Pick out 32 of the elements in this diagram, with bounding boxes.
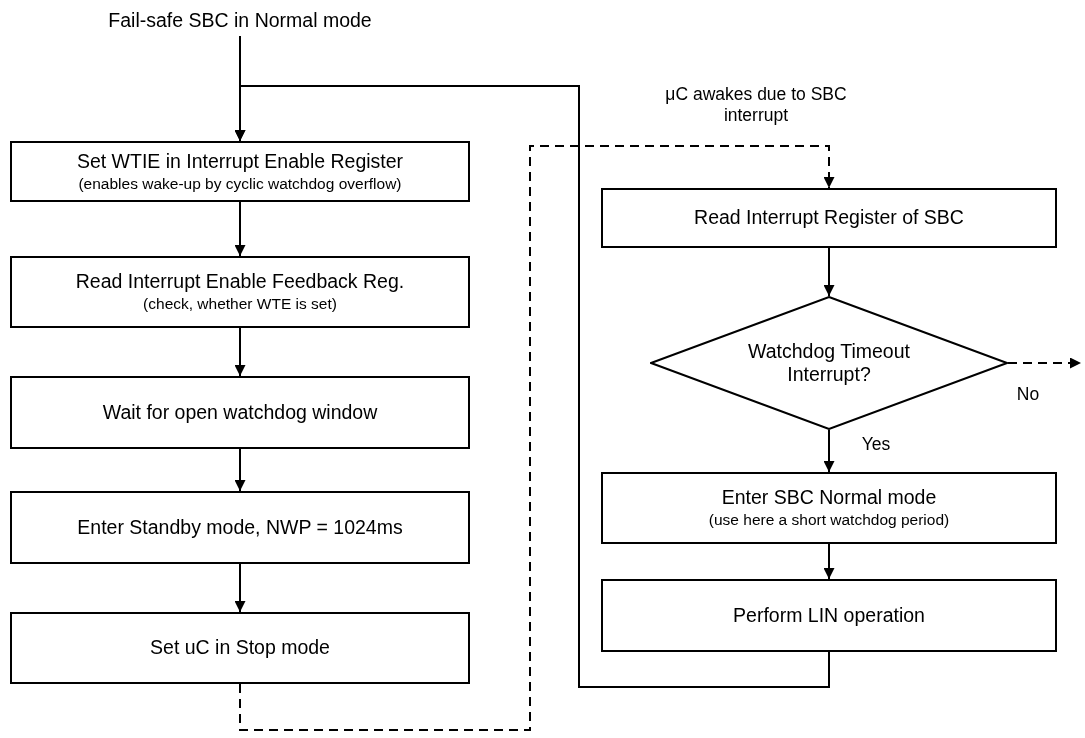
step-note: (enables wake-up by cyclic watchdog overflow) [78, 174, 402, 194]
step-text: Wait for open watchdog window [102, 400, 378, 425]
process-box [601, 188, 1057, 248]
step-note: (check, whether WTE is set) [143, 295, 337, 314]
decision-diamond [650, 296, 1008, 430]
arrow [234, 563, 246, 613]
arrow [823, 429, 835, 473]
arrow [823, 543, 835, 580]
arrow [823, 247, 835, 297]
dashed-arrow [1007, 357, 1082, 369]
step-text: Watchdog Timeout Interrupt? [747, 339, 911, 387]
process-box [601, 472, 1057, 544]
step-note: (use here a short watchdog period) [708, 511, 950, 530]
step-text: Read Interrupt Register of SBC [694, 206, 964, 230]
step-text: Set WTIE in Interrupt Enable Register [76, 149, 404, 173]
process-box [10, 376, 470, 449]
dashed-arrow [239, 145, 835, 731]
step-text: Read Interrupt Enable Feedback Reg. [75, 270, 405, 294]
step-text: Enter Standby mode, NWP = 1024ms [77, 515, 403, 540]
arrow [234, 448, 246, 492]
step-text: Enter SBC Normal mode [721, 486, 937, 510]
step-text: Set uC in Stop mode [150, 636, 330, 660]
process-box [10, 141, 470, 202]
process-box [10, 612, 470, 684]
process-box [10, 491, 470, 564]
step-text: Fail-safe SBC in Normal mode [108, 9, 372, 33]
process-box [601, 579, 1057, 652]
arrow [234, 201, 246, 257]
arrow [234, 327, 246, 377]
arrow [234, 85, 830, 688]
step-text: Perform LIN operation [733, 603, 925, 628]
process-box [10, 256, 470, 328]
